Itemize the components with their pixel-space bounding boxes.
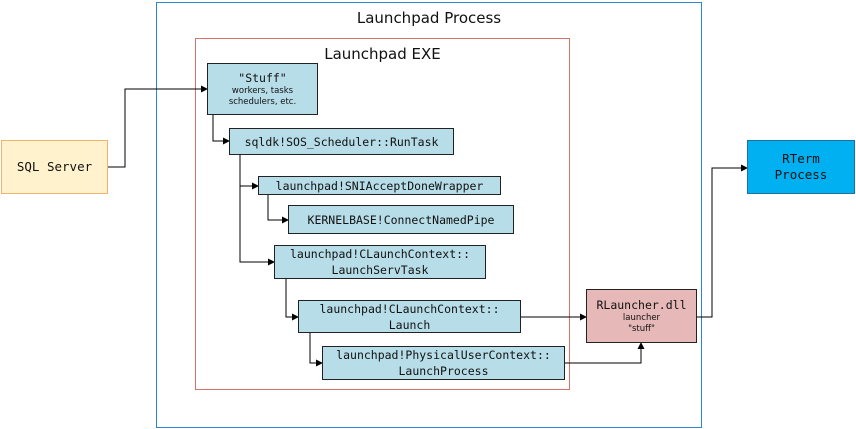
rlauncher-line-1: launcher [622,313,661,323]
connector-runtask-to-sniaccept [239,155,259,190]
connector-stuff-to-runtask [212,115,230,145]
stuff-line-1: workers, tasks [231,86,294,96]
sniaccept-label: launchpad!SNIAcceptDoneWrapper [275,178,484,193]
sniaccept-node: launchpad!SNIAcceptDoneWrapper [258,176,501,195]
launchprocess-label-2: LaunchProcess [398,364,489,378]
launchpad-process-container: Launchpad Process [156,2,702,428]
connector-sql-to-stuff [108,85,208,168]
connector-runtask-to-launchserv [239,186,275,266]
stuff-line-2: schedulers, etc. [228,97,297,107]
sql-server-label: SQL Server [16,159,93,174]
launchservtask-node: launchpad!CLaunchContext:: LaunchServTas… [274,245,486,279]
launchprocess-label-1: launchpad!PhysicalUserContext:: [336,348,551,362]
launch-label-2: Launch [388,317,431,332]
runtask-node: sqldk!SOS_Scheduler::RunTask [229,128,454,155]
launch-node: launchpad!CLaunchContext:: Launch [298,300,521,333]
runtask-label: sqldk!SOS_Scheduler::RunTask [244,134,439,149]
rterm-label-1: RTerm [782,151,820,166]
rterm-label-2: Process [774,167,828,182]
rterm-node: RTerm Process [747,140,855,194]
connector-sniaccept-to-connectpipe [267,195,289,224]
launchservtask-label-2: LaunchServTask [331,263,429,277]
connectnamedpipe-label: KERNELBASE!ConnectNamedPipe [307,212,495,227]
launchprocess-node: launchpad!PhysicalUserContext:: LaunchPr… [322,346,565,380]
rlauncher-node: RLauncher.dll launcher "stuff" [586,289,697,343]
rlauncher-title: RLauncher.dll [596,298,687,312]
launchpad-process-title: Launchpad Process [356,9,502,27]
stuff-title: "Stuff" [238,71,287,85]
rlauncher-line-2: "stuff" [628,324,655,334]
launchpad-exe-container: Launchpad EXE [195,38,570,390]
sql-server-node: SQL Server [1,140,108,194]
connector-launchserv-to-launch [285,279,299,321]
connector-physical-to-rlauncher [565,342,645,364]
connectnamedpipe-node: KERNELBASE!ConnectNamedPipe [288,205,514,234]
stuff-node: "Stuff" workers, tasks schedulers, etc. [207,63,318,115]
connector-rlauncher-to-rterm [697,164,748,318]
launchservtask-label-1: launchpad!CLaunchContext:: [289,247,470,261]
launchpad-exe-title: Launchpad EXE [324,45,441,63]
launch-label-1: launchpad!CLaunchContext:: [319,301,500,316]
connector-launch-to-physical [309,333,323,367]
